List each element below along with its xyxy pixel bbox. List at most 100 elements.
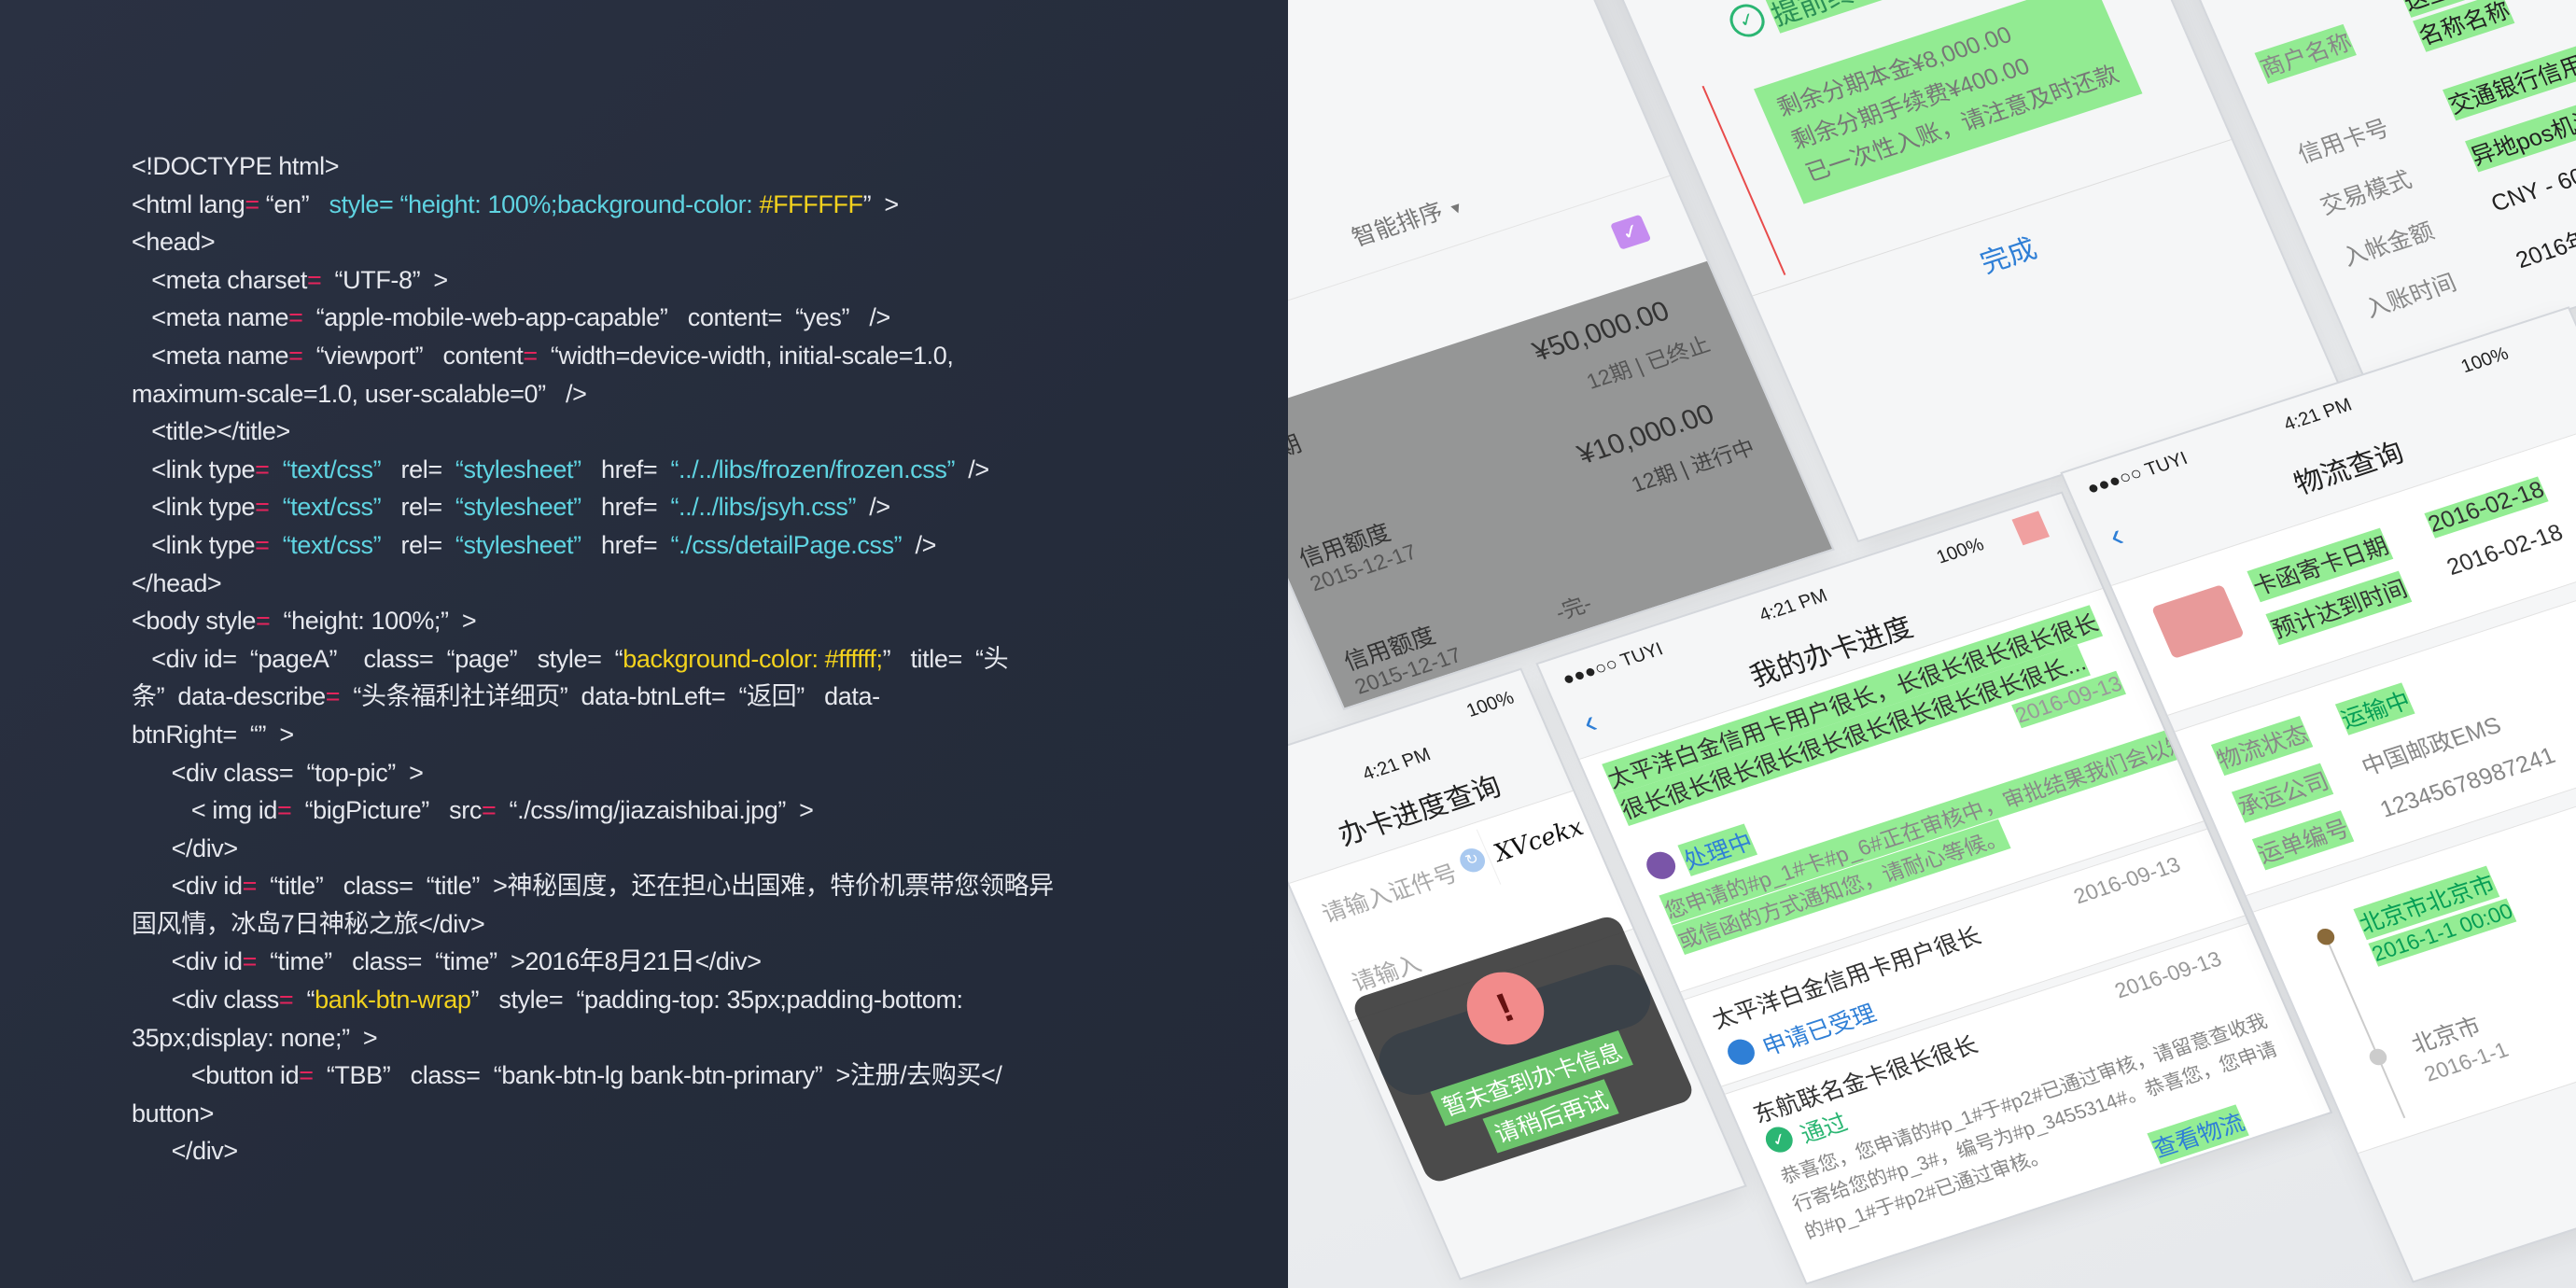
status-time: 4:21 PM — [1359, 744, 1435, 785]
code-token-plain: btnRight= “” > — [132, 720, 294, 749]
code-line: <body style= “height: 100%;” > — [132, 602, 1054, 640]
sort-dropdown[interactable]: 智能排序 ▼ — [1346, 187, 1468, 253]
code-token-operator: = — [288, 303, 303, 332]
code-token-plain: “bigPicture” src — [291, 796, 483, 825]
code-token-plain: rel= — [381, 493, 455, 522]
info-label: 运单编号 — [2251, 810, 2355, 871]
code-token-plain: “TBB” class= “bank-btn-lg bank-btn-prima… — [313, 1061, 1002, 1090]
code-token-plain: /> — [955, 455, 989, 483]
code-token-plain: <link type — [132, 493, 256, 522]
done-button[interactable]: 完成 — [1976, 233, 2042, 280]
code-line: <head> — [132, 223, 1054, 261]
code-line: btnRight= “” > — [132, 716, 1054, 754]
code-line: <meta charset= “UTF-8” > — [132, 261, 1054, 300]
carrier-status: ●●●○○ TUYI — [1559, 638, 1667, 691]
status-time: 4:21 PM — [1756, 585, 1831, 626]
success-check-icon: ✓ — [1761, 1123, 1798, 1156]
timeline-dot — [2366, 1046, 2390, 1068]
code-line: 条” data-describe= “头条福利社详细页” data-btnLef… — [132, 678, 1054, 716]
view-logistics-link[interactable]: 查看物流 — [2147, 1104, 2249, 1165]
back-chevron-icon[interactable]: ‹ — [1576, 702, 1603, 741]
code-line: maximum-scale=1.0, user-scalable=0” /> — [132, 375, 1054, 413]
code-token-operator: = — [242, 872, 258, 901]
code-line: <meta name= “apple-mobile-web-app-capabl… — [132, 299, 1054, 337]
code-token-operator: = — [288, 341, 303, 370]
code-line: <html lang= “en” style= “height: 100%;ba… — [132, 186, 1054, 224]
code-token-plain: “width=device-width, initial-scale=1.0, — [537, 341, 954, 370]
code-token-plain: ” > — [862, 189, 900, 218]
code-token-plain: “./css/img/jiazaishibai.jpg” > — [496, 796, 814, 825]
page-title: 物流查询 — [2289, 437, 2409, 501]
code-token-plain: rel= — [381, 530, 455, 559]
clock-icon — [1642, 847, 1680, 883]
code-token-plain: href= — [581, 455, 671, 483]
code-token-operator: = — [242, 947, 258, 976]
code-line: <div class= “top-pic” > — [132, 754, 1054, 792]
code-token-plain: <div id — [132, 947, 243, 976]
code-token-string: “stylesheet” — [455, 493, 581, 522]
code-token-string: “stylesheet” — [455, 455, 581, 483]
code-token-plain: <!DOCTYPE html> — [132, 152, 340, 180]
code-line: <div id= “time” class= “time” >2016年8月21… — [132, 943, 1054, 981]
code-token-plain: 国风情，冰岛7日神秘之旅</div> — [132, 909, 485, 938]
code-line: <!DOCTYPE html> — [132, 147, 1054, 186]
code-token-operator: = — [245, 189, 259, 218]
code-token-operator: = — [255, 493, 270, 522]
detail-label: 商户名称 — [2254, 23, 2357, 85]
code-token-plain: <button id — [132, 1061, 300, 1090]
code-token-operator: = — [325, 682, 341, 711]
check-icon[interactable]: ✓ — [1610, 214, 1652, 250]
code-token-plain: 条” data-describe — [132, 682, 326, 711]
info-label: 承运公司 — [2231, 763, 2334, 823]
sort-label: 智能排序 — [1348, 198, 1448, 252]
code-token-plain: “height: 100%;” > — [270, 607, 477, 636]
alert-icon: ! — [1455, 962, 1556, 1055]
code-token-string: “text/css” — [269, 493, 382, 522]
code-line: <meta name= “viewport” content= “width=d… — [132, 337, 1054, 375]
code-line: button> — [132, 1095, 1054, 1133]
code-line: <link type= “text/css” rel= “stylesheet”… — [132, 526, 1054, 565]
card-date: 2016-09-13 — [2110, 945, 2225, 1003]
code-block: <!DOCTYPE html> <html lang= “en” style= “… — [132, 147, 1054, 1170]
code-token-plain: < img id — [132, 796, 278, 825]
code-token-highlight: #FFFFFF — [759, 189, 863, 218]
code-token-operator: = — [255, 455, 270, 483]
code-token-plain: <meta charset — [132, 265, 307, 294]
code-token-plain: “apple-mobile-web-app-capable” content= … — [302, 303, 891, 332]
status-time: 4:21 PM — [2280, 394, 2356, 436]
success-check-icon: ✓ — [1724, 0, 1771, 42]
code-token-plain: <div class= “top-pic” > — [132, 758, 424, 787]
code-token-operator: = — [306, 265, 322, 294]
code-token-highlight: bank-btn-wrap — [315, 986, 471, 1015]
home-icon[interactable] — [2011, 511, 2050, 546]
code-token-string: style= “height: 100%;background-color: — [329, 189, 760, 218]
info-label: 物流状态 — [2210, 716, 2314, 777]
code-token-operator: = — [278, 986, 294, 1015]
code-token-operator: = — [299, 1061, 314, 1090]
code-line: 国风情，冰岛7日神秘之旅</div> — [132, 905, 1054, 944]
back-chevron-icon[interactable]: ‹ — [2103, 515, 2129, 555]
code-token-plain: <meta name — [132, 341, 289, 370]
code-line: <link type= “text/css” rel= “stylesheet”… — [132, 451, 1054, 489]
mockup-showcase: 智能排序 ▼ ✓ 分期 ¥50,000.00 12期 | 已终止 信用额度 20… — [1288, 0, 2576, 1288]
code-token-plain: <link type — [132, 530, 256, 559]
code-token-plain: button> — [132, 1099, 215, 1127]
code-line: < img id= “bigPicture” src= “./css/img/j… — [132, 791, 1054, 830]
code-token-string: “stylesheet” — [455, 530, 581, 559]
code-token-plain: href= — [581, 530, 671, 559]
code-token-plain: <div id= “pageA” class= “page” style= “ — [132, 644, 623, 673]
code-token-plain: href= — [581, 493, 671, 522]
code-token-plain: </div> — [132, 1137, 239, 1166]
code-token-plain: </div> — [132, 833, 239, 862]
code-line: <title></title> — [132, 413, 1054, 451]
code-token-plain: /> — [856, 493, 890, 522]
code-token-plain: rel= — [381, 455, 455, 483]
code-token-plain: “UTF-8” > — [321, 265, 449, 294]
code-line: </div> — [132, 1132, 1054, 1170]
battery-status: 100% — [1933, 534, 1987, 568]
code-line: </div> — [132, 830, 1054, 868]
detail-label: 入账时间 — [2360, 270, 2461, 323]
code-line: <button id= “TBB” class= “bank-btn-lg ba… — [132, 1057, 1054, 1095]
code-token-operator: = — [255, 530, 270, 559]
code-token-string: “../../libs/jsyh.css” — [670, 493, 857, 522]
